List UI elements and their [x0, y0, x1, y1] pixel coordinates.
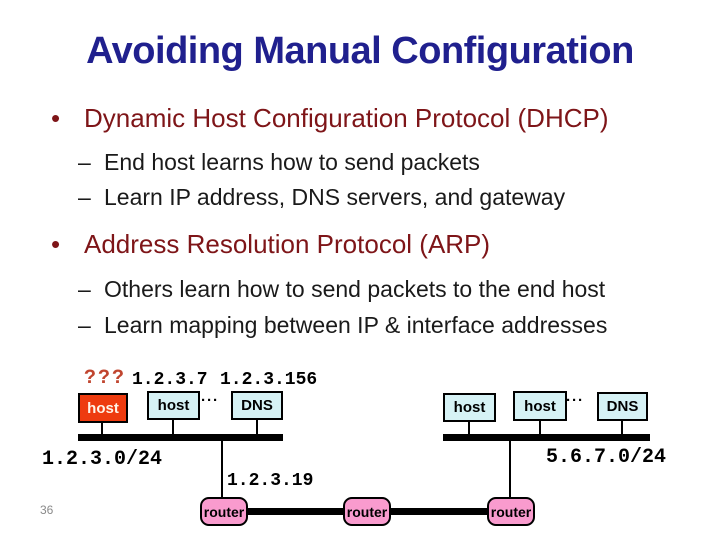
ellipsis-left: ··· — [201, 392, 219, 409]
bullet-text: Dynamic Host Configuration Protocol (DHC… — [84, 103, 609, 133]
drop-line-right — [509, 441, 511, 498]
stub-line — [172, 420, 174, 434]
bullet-arp: • Address Resolution Protocol (ARP) — [48, 229, 490, 260]
stub-line — [621, 421, 623, 434]
router-box: router — [343, 497, 391, 526]
subbullet-text: Others learn how to send packets to the … — [104, 276, 606, 302]
unknown-ip-label: ??? — [84, 367, 127, 390]
ellipsis-right: ··· — [566, 392, 584, 409]
dash-marker: – — [78, 149, 91, 175]
bullet-text: Address Resolution Protocol (ARP) — [84, 229, 491, 259]
router-ip-label: 1.2.3.19 — [227, 471, 314, 491]
bullet-marker: • — [51, 229, 61, 259]
host-box-highlighted: host — [78, 393, 128, 423]
ethernet-bus-right — [443, 434, 650, 441]
host-box: host — [513, 391, 567, 421]
subnet-label-right: 5.6.7.0/24 — [546, 446, 667, 469]
stub-line — [468, 422, 470, 434]
host-box: host — [443, 393, 496, 422]
stub-line — [256, 420, 258, 434]
subbullet-dhcp-2: –Learn IP address, DNS servers, and gate… — [78, 184, 565, 211]
bullet-marker: • — [51, 103, 61, 133]
dns-box: DNS — [231, 391, 283, 420]
dns-box: DNS — [597, 392, 648, 421]
router-link-line — [389, 508, 489, 515]
router-box: router — [200, 497, 248, 526]
page-number: 36 — [40, 503, 54, 517]
router-link-line — [246, 508, 346, 515]
stub-line — [101, 423, 103, 434]
dash-marker: – — [78, 276, 91, 302]
drop-line-left — [221, 441, 223, 498]
subbullet-text: End host learns how to send packets — [104, 149, 480, 175]
bullet-dhcp: • Dynamic Host Configuration Protocol (DH… — [48, 103, 609, 134]
host-ip-label: 1.2.3.7 — [132, 370, 208, 390]
subnet-label-left: 1.2.3.0/24 — [42, 448, 163, 471]
dash-marker: – — [78, 312, 91, 338]
ethernet-bus-left — [78, 434, 283, 441]
subbullet-dhcp-1: –End host learns how to send packets — [78, 149, 480, 176]
subbullet-arp-2: –Learn mapping between IP & interface ad… — [78, 312, 607, 339]
slide-title: Avoiding Manual Configuration — [86, 30, 634, 72]
subbullet-arp-1: –Others learn how to send packets to the… — [78, 276, 605, 303]
subbullet-text: Learn IP address, DNS servers, and gatew… — [104, 184, 566, 210]
subbullet-text: Learn mapping between IP & interface add… — [104, 312, 608, 338]
dash-marker: – — [78, 184, 91, 210]
host-box: host — [147, 391, 200, 420]
router-box: router — [487, 497, 535, 526]
stub-line — [539, 421, 541, 434]
dns-ip-label: 1.2.3.156 — [220, 370, 318, 390]
